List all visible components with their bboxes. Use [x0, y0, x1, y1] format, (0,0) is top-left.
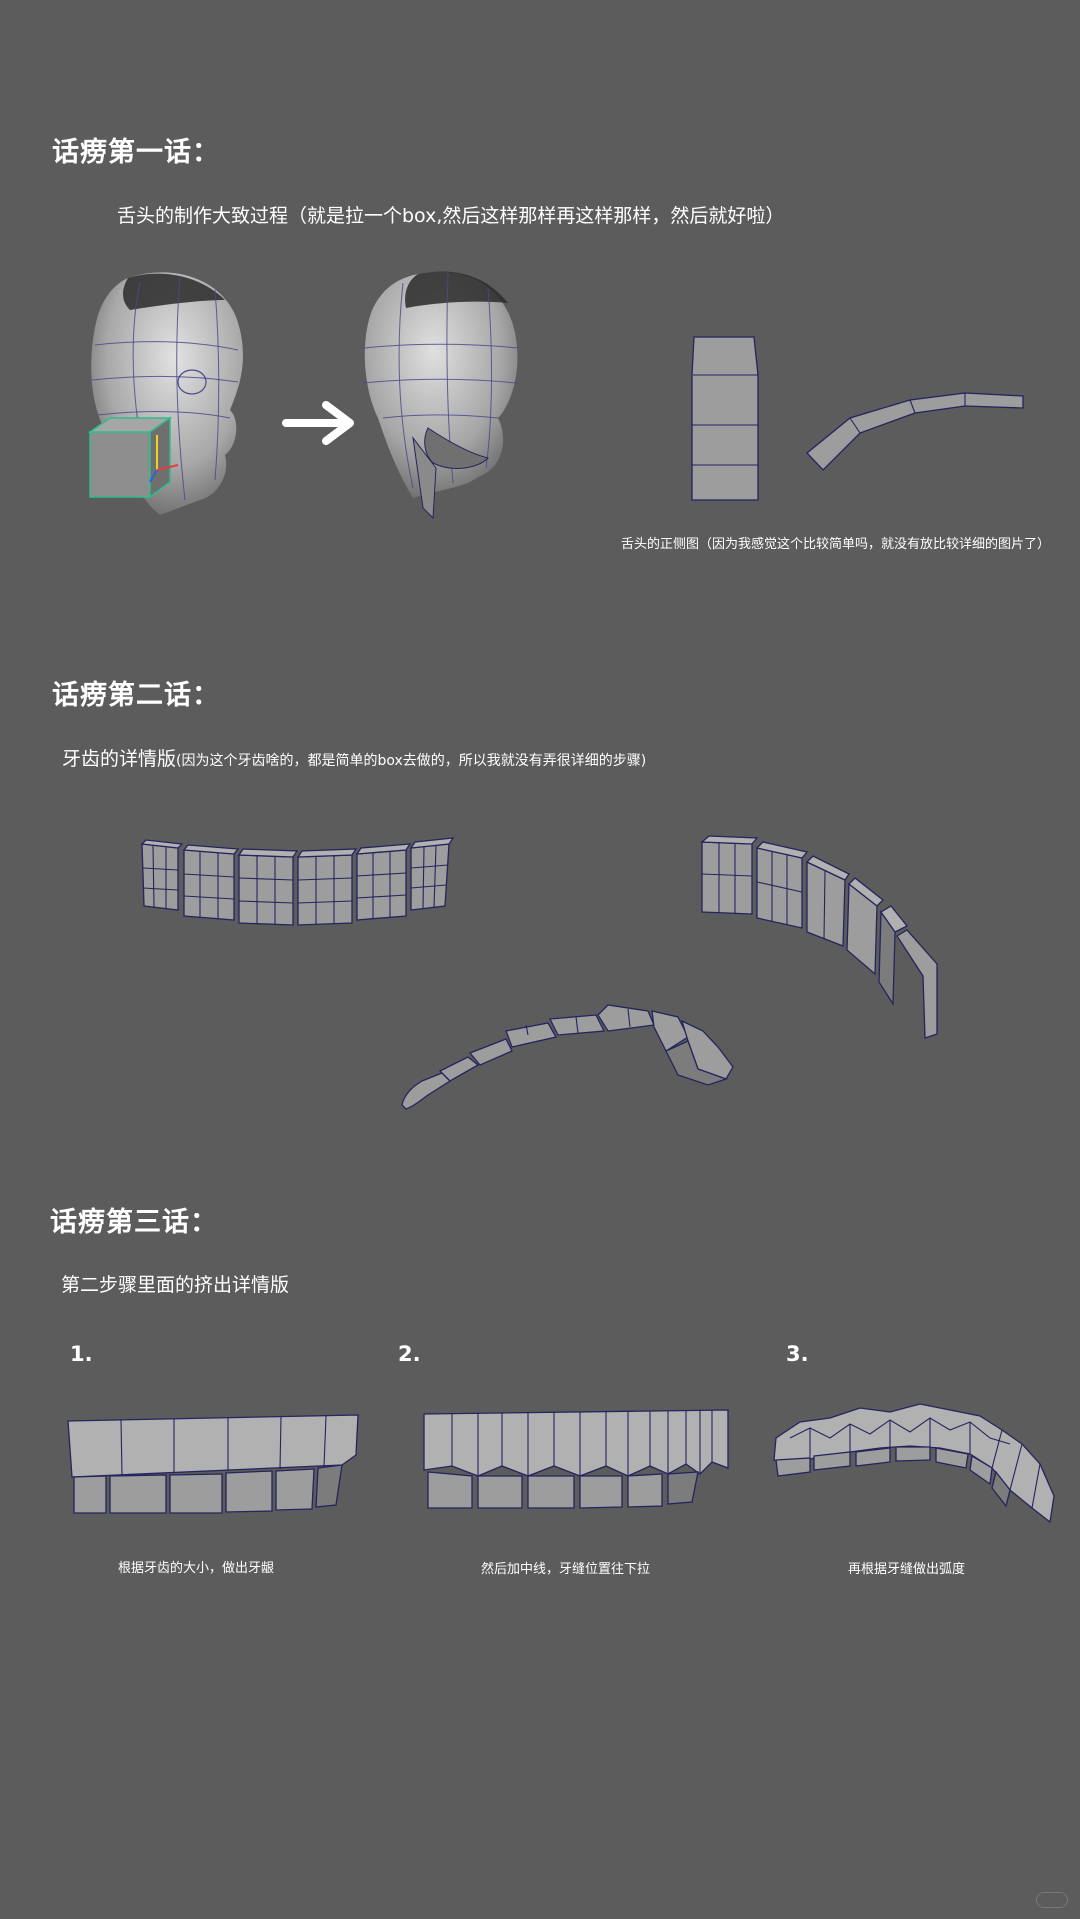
- step-3-number: 3.: [786, 1342, 809, 1366]
- step-3-caption: 再根据牙缝做出弧度: [848, 1562, 966, 1577]
- step-1-caption: 根据牙齿的大小，做出牙龈: [118, 1561, 275, 1576]
- tongue-front-view: [691, 336, 759, 501]
- section1-heading: 话痨第一话：: [52, 137, 220, 168]
- teeth-side-view: [700, 835, 938, 1039]
- section2-subtitle-note: (因为这个牙齿啥的，都是简单的box去做的，所以我就没有弄很详细的步骤): [176, 753, 647, 769]
- section1-subtitle: 舌头的制作大致过程（就是拉一个box,然后这样那样再这样那样，然后就好啦）: [117, 205, 785, 227]
- step1-gum-model: [67, 1414, 359, 1514]
- step-1-number: 1.: [70, 1342, 93, 1366]
- head-model-with-tongue: [362, 271, 519, 520]
- section3-subtitle: 第二步骤里面的挤出详情版: [61, 1274, 290, 1296]
- teeth-front-view: [140, 837, 455, 926]
- watermark-badge: [1036, 1892, 1068, 1908]
- tongue-side-view: [806, 392, 1024, 471]
- step-2-number: 2.: [398, 1342, 421, 1366]
- step-2-caption: 然后加中线，牙缝位置往下拉: [481, 1562, 651, 1577]
- section1-caption: 舌头的正侧图（因为我感觉这个比较简单吗，就没有放比较详细的图片了）: [621, 537, 1051, 552]
- arrow-right-icon: [282, 401, 354, 445]
- teeth-top-view: [401, 1004, 734, 1110]
- section2-subtitle: 牙齿的详情版(因为这个牙齿啥的，都是简单的box去做的，所以我就没有弄很详细的步…: [62, 744, 646, 771]
- section2-subtitle-main: 牙齿的详情版: [62, 748, 177, 770]
- step3-gum-model: [773, 1403, 1055, 1524]
- head-model-with-box: [87, 272, 243, 515]
- section3-heading: 话痨第三话：: [50, 1207, 218, 1238]
- section2-heading: 话痨第二话：: [52, 680, 220, 711]
- step2-gum-model: [423, 1409, 729, 1509]
